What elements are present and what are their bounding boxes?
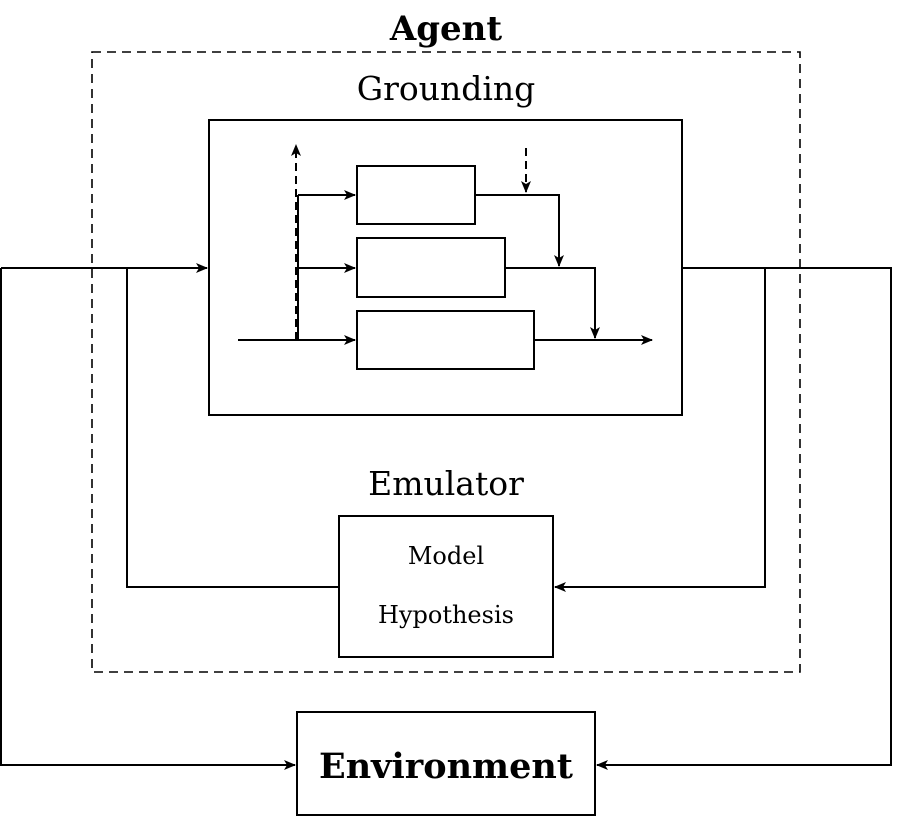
agent-title: Agent [389, 9, 503, 49]
grounding-inner-block-3 [356, 310, 535, 370]
emulator-title: Emulator [368, 464, 524, 503]
feedback-connections [0, 263, 892, 770]
grounding-inner-block-2 [356, 237, 506, 298]
grounding-title: Grounding [357, 69, 536, 108]
environment-label: Environment [319, 746, 573, 787]
agent-boundary [91, 51, 801, 673]
environment-box [296, 711, 596, 816]
emulator-box [338, 515, 554, 658]
hypothesis-label: Hypothesis [378, 601, 514, 629]
grounding-inner-block-1 [356, 165, 476, 225]
model-label: Model [408, 542, 484, 570]
grounding-internal-flow [238, 144, 653, 345]
